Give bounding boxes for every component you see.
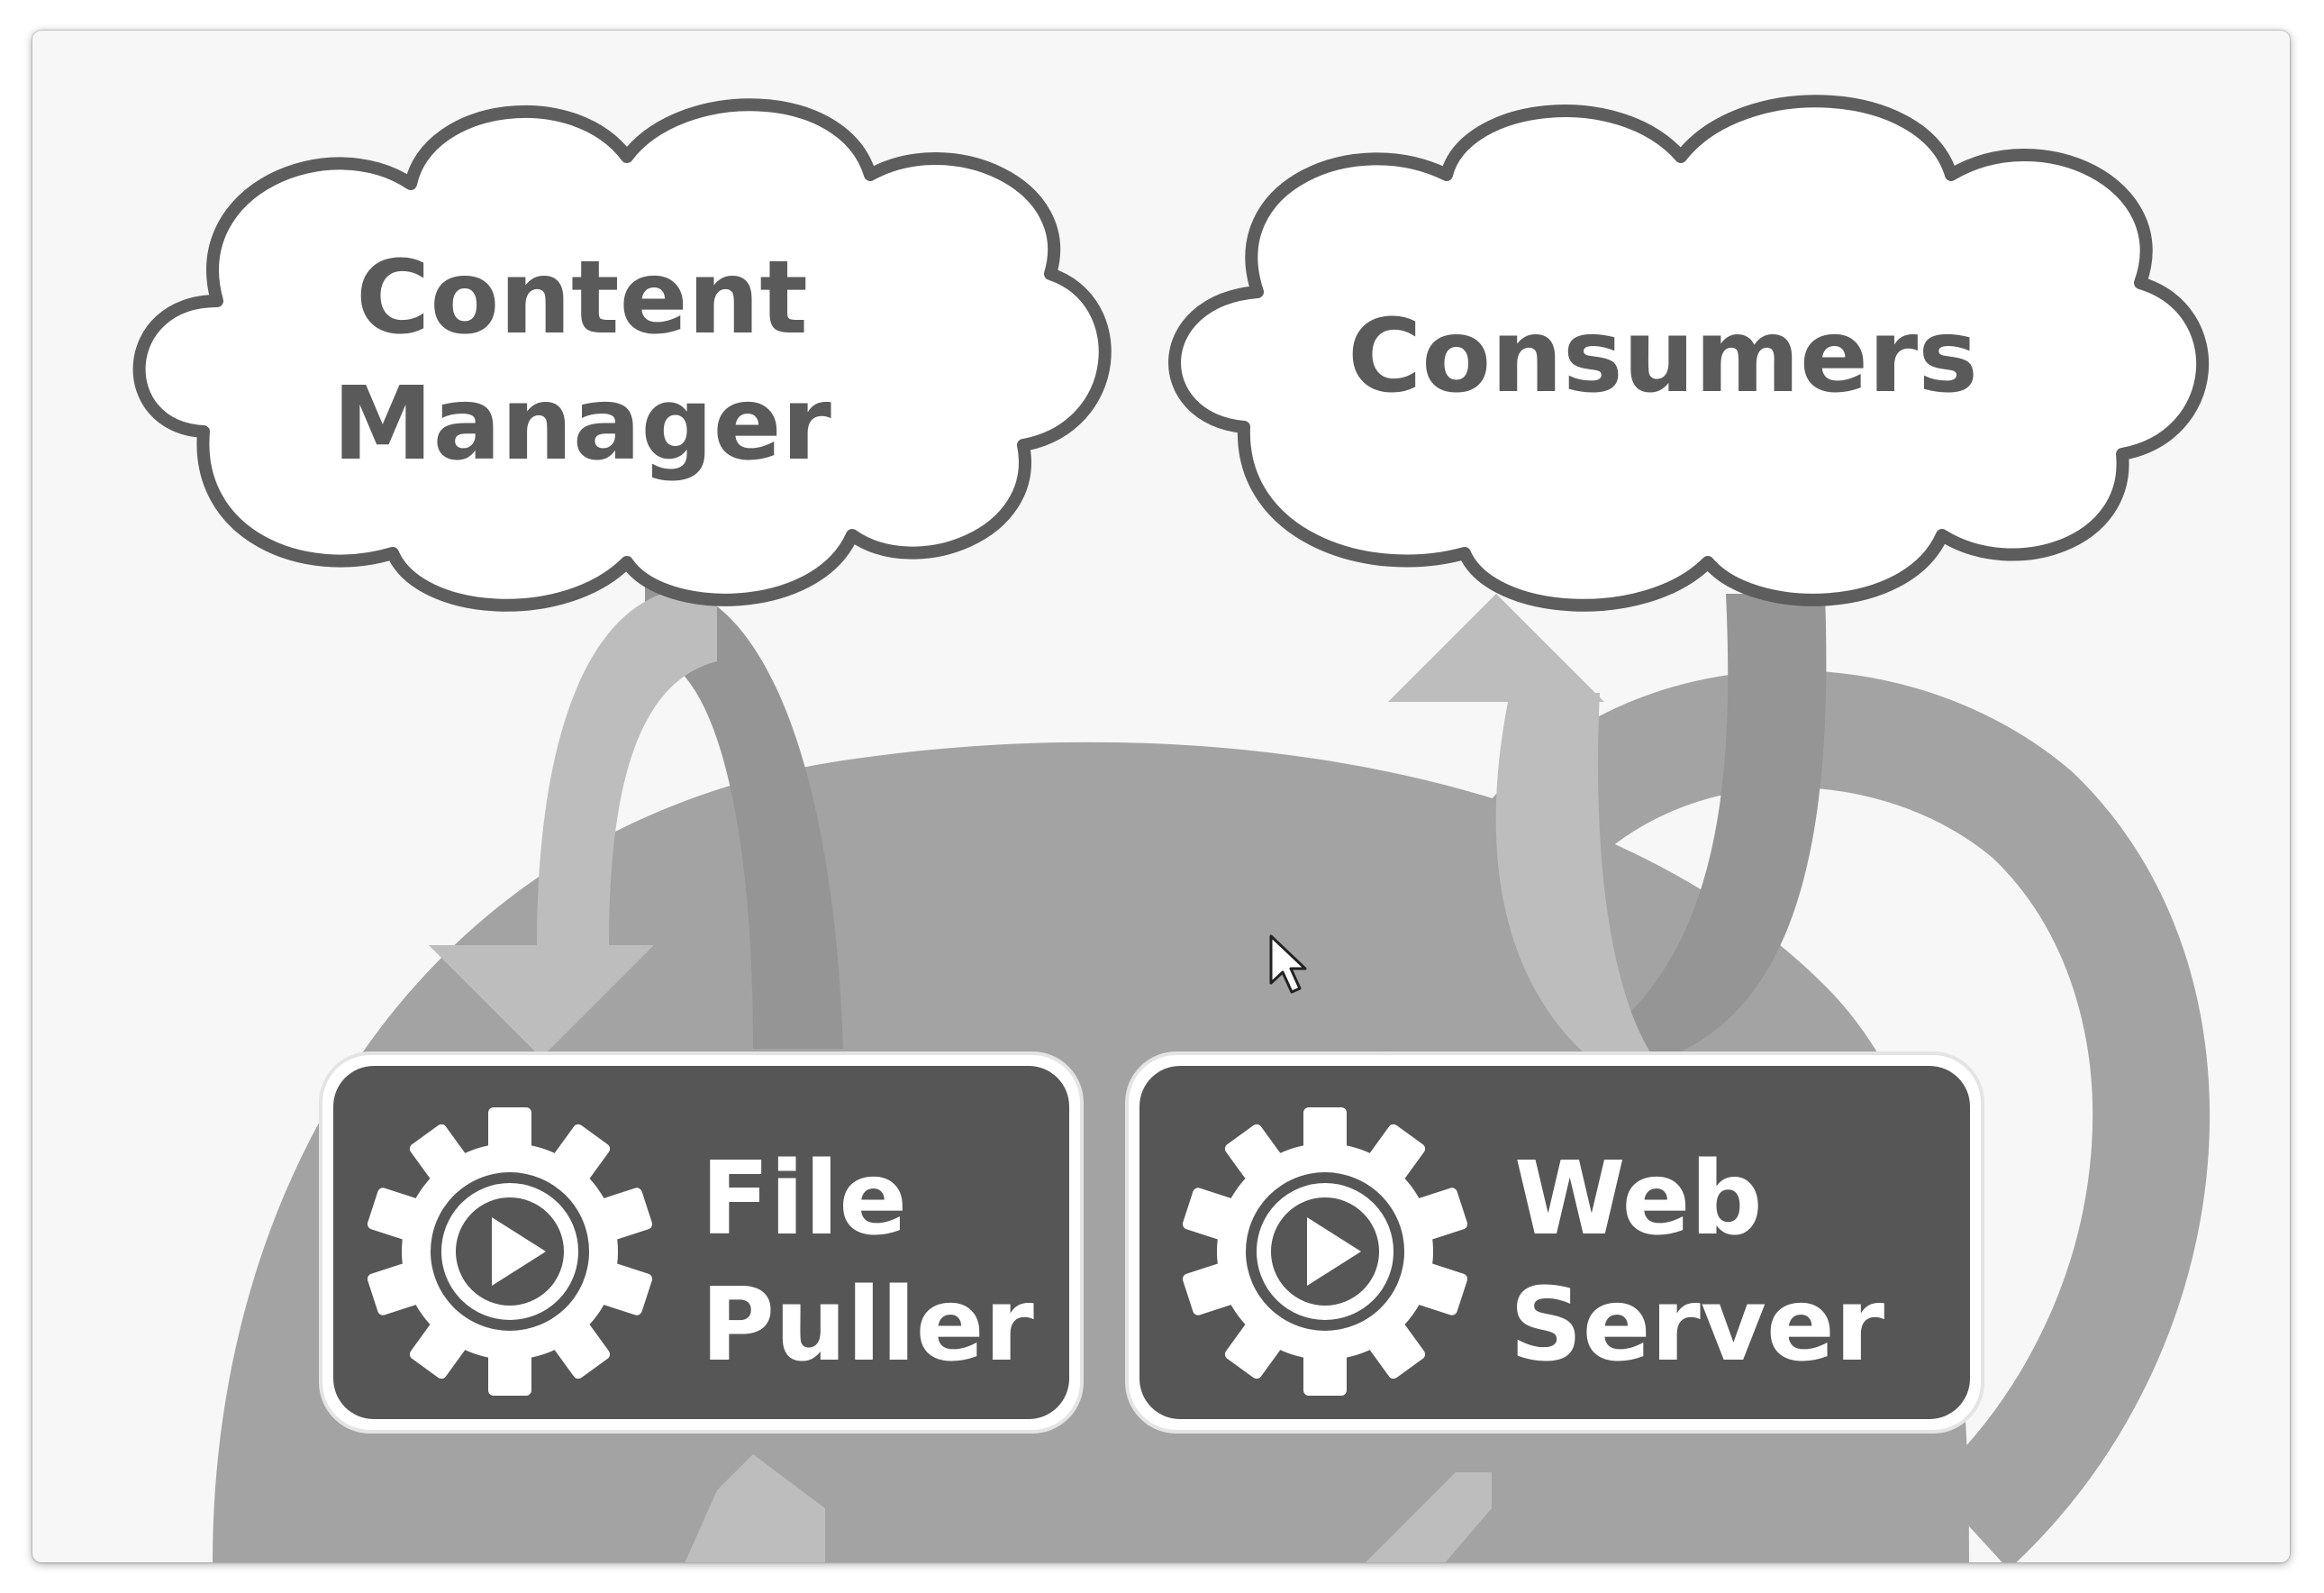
cloud-shape bbox=[132, 98, 1112, 612]
gear-play-icon bbox=[367, 1107, 653, 1396]
file-puller-arrow-back bbox=[645, 584, 843, 1049]
consumers-arrowhead bbox=[1388, 594, 1604, 702]
content-manager-cloud: Content Manager bbox=[132, 98, 1112, 612]
diagram-panel: Content Manager Consumers File bbox=[32, 31, 2290, 1562]
cloud-shape bbox=[1168, 95, 2210, 612]
mouse-cursor-icon bbox=[1269, 934, 1307, 994]
consumers-arrow-back bbox=[1600, 594, 1827, 1067]
bottom-arrow-left bbox=[685, 1454, 825, 1562]
file-puller-arrowhead bbox=[429, 945, 654, 1058]
web-server-label-line1: Web bbox=[1514, 1141, 1763, 1258]
consumers-cloud: Consumers bbox=[1168, 95, 2210, 612]
file-puller-container: File Puller bbox=[319, 1051, 1084, 1434]
file-puller-label-line1: File bbox=[701, 1141, 907, 1258]
file-puller-label-line2: Puller bbox=[701, 1267, 1034, 1384]
bottom-arrow-right bbox=[1366, 1472, 1492, 1562]
content-manager-label-line1: Content bbox=[356, 240, 808, 357]
consumers-label: Consumers bbox=[1348, 298, 1978, 415]
gear-play-icon bbox=[1182, 1107, 1468, 1396]
file-puller-arrow-front bbox=[537, 587, 717, 945]
web-server-label-line2: Server bbox=[1510, 1267, 1884, 1384]
pod-diagram: Content Manager Consumers File bbox=[132, 95, 2211, 1562]
web-server-container: Web Server bbox=[1125, 1051, 1984, 1434]
consumers-arrow-front bbox=[1495, 693, 1654, 1067]
content-manager-label-line2: Manager bbox=[332, 366, 831, 483]
